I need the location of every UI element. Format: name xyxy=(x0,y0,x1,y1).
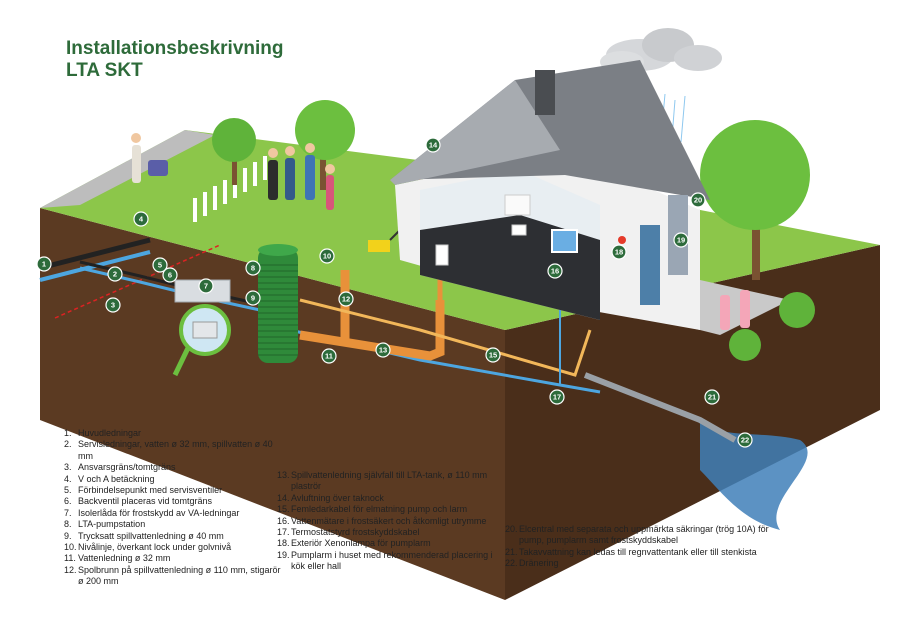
svg-text:1: 1 xyxy=(42,260,46,269)
legend-item: 15.Femledarkabel för elmatning pump och … xyxy=(277,504,468,515)
legend-item: 18.Exteriör Xenonlampa för pumplarm xyxy=(277,538,431,549)
badge-14: 14 xyxy=(425,137,441,153)
drainage-water xyxy=(700,420,808,530)
svg-text:4: 4 xyxy=(139,215,144,224)
svg-text:20: 20 xyxy=(694,196,702,205)
badge-11: 11 xyxy=(321,348,337,364)
legend-item: 10.Nivålinje, överkant lock under golvni… xyxy=(64,542,232,553)
badge-8: 8 xyxy=(245,260,261,276)
legend-item: 12.Spolbrunn på spillvattenledning ø 110… xyxy=(64,564,281,587)
legend-item: 21.Takavvattning kan ledas till regnvatt… xyxy=(505,546,757,557)
legend-item: 6.Backventil placeras vid tomtgräns xyxy=(64,496,213,507)
tree-icon xyxy=(700,120,810,280)
badge-21: 21 xyxy=(704,389,720,405)
badge-1: 1 xyxy=(36,256,52,272)
badge-9: 9 xyxy=(245,290,261,306)
page-title: Installationsbeskrivning LTA SKT xyxy=(66,38,284,82)
svg-text:17: 17 xyxy=(553,393,561,402)
legend-item: 11.Vattenledning ø 32 mm xyxy=(64,553,171,564)
svg-text:7: 7 xyxy=(204,282,208,291)
svg-text:3: 3 xyxy=(111,301,115,310)
badge-22: 22 xyxy=(737,432,753,448)
svg-text:9: 9 xyxy=(251,294,255,303)
svg-text:14: 14 xyxy=(429,141,438,150)
bush-icon xyxy=(729,292,815,361)
svg-text:5: 5 xyxy=(158,261,162,270)
badge-13: 13 xyxy=(375,342,391,358)
badge-3: 3 xyxy=(105,297,121,313)
badge-2: 2 xyxy=(107,266,123,282)
badge-19: 19 xyxy=(673,232,689,248)
svg-text:15: 15 xyxy=(489,351,497,360)
people-icon xyxy=(131,133,750,330)
badge-20: 20 xyxy=(690,192,706,208)
callout-badges: 1 2 3 4 5 6 7 8 9 10 11 12 13 14 15 16 1… xyxy=(36,137,753,448)
svg-text:11: 11 xyxy=(325,352,333,361)
badge-12: 12 xyxy=(338,291,354,307)
svg-text:13: 13 xyxy=(379,346,387,355)
legend-item: 13.Spillvattenledning självfall till LTA… xyxy=(277,470,488,492)
legend-item: 9.Trycksatt spillvattenledning ø 40 mm xyxy=(64,530,224,541)
badge-10: 10 xyxy=(319,248,335,264)
badge-7: 7 xyxy=(198,278,214,294)
legend-item: 22.Dränering xyxy=(505,558,559,569)
legend-column-2: 13.Spillvattenledning självfall till LTA… xyxy=(277,470,496,573)
legend-item: 1.Huvudledningar xyxy=(64,428,142,438)
legend-item: 2.Servisledningar, vatten ø 32 mm, spill… xyxy=(64,439,273,461)
legend-column-3: 20.Elcentral med separata och uppmärkta … xyxy=(505,524,769,570)
badge-5: 5 xyxy=(152,257,168,273)
legend-item: 5.Förbindelsepunkt med servisventiler xyxy=(64,485,223,496)
legend-item: 17.Termostatstyrd frostskyddskabel xyxy=(277,527,420,538)
legend-item: 3.Ansvarsgräns/tomtgräns xyxy=(64,462,176,473)
badge-17: 17 xyxy=(549,389,565,405)
legend-item: 16.Vattenmätare i frostsäkert och åtkoml… xyxy=(277,515,487,526)
title-line-2: LTA SKT xyxy=(66,60,143,81)
svg-text:6: 6 xyxy=(168,271,172,280)
badge-16: 16 xyxy=(547,263,563,279)
badge-6: 6 xyxy=(162,267,178,283)
house xyxy=(390,60,710,330)
badge-18: 18 xyxy=(611,244,627,260)
legend-item: 7.Isolerlåda för frostskydd av VA-lednin… xyxy=(64,507,240,518)
legend-item: 20.Elcentral med separata och uppmärkta … xyxy=(505,524,769,546)
svg-text:10: 10 xyxy=(323,252,331,261)
title-line-1: Installationsbeskrivning xyxy=(66,38,284,59)
svg-text:19: 19 xyxy=(677,236,685,245)
lta-pump-station xyxy=(258,244,298,363)
svg-text:21: 21 xyxy=(708,393,716,402)
svg-text:2: 2 xyxy=(113,270,117,279)
legend-item: 8.LTA-pumpstation xyxy=(64,519,146,530)
legend-item: 4.V och A betäckning xyxy=(64,473,155,484)
magnifier-icon xyxy=(172,304,231,377)
svg-text:12: 12 xyxy=(342,295,350,304)
svg-text:22: 22 xyxy=(741,436,749,445)
tree-icon xyxy=(212,118,256,185)
badge-4: 4 xyxy=(133,211,149,227)
badge-15: 15 xyxy=(485,347,501,363)
legend-item: 19.Pumplarm i huset med rekommenderad pl… xyxy=(277,549,493,572)
svg-text:16: 16 xyxy=(551,267,559,276)
property-boundary-line xyxy=(54,244,221,319)
legend-column-1: 1.Huvudledningar 2.Servisledningar, vatt… xyxy=(64,428,283,588)
legend-item: 14.Avluftning över taknock xyxy=(277,492,384,503)
svg-text:8: 8 xyxy=(251,264,255,273)
svg-text:18: 18 xyxy=(615,248,623,257)
